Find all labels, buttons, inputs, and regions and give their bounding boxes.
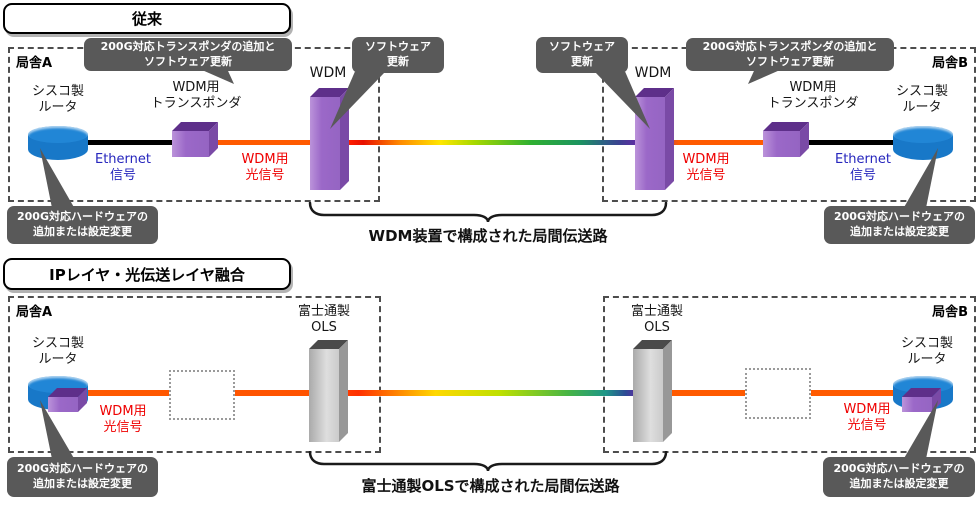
station-a-boundary-bottom	[8, 296, 381, 453]
wdm-a-label: WDM	[309, 65, 347, 81]
section-title-conventional-text: 従来	[131, 10, 162, 28]
section-title-fusion: IPレイヤ・光伝送レイヤ融合	[3, 258, 291, 290]
brace-label-top: WDM装置で構成された局間伝送路	[368, 227, 608, 245]
router-b-top-cap	[893, 126, 953, 143]
ethernet-signal-label-a: Ethernet 信号	[95, 152, 151, 184]
removed-transponder-slot-a	[169, 370, 235, 420]
router-a-label-bottom: シスコ製 ルータ	[31, 336, 84, 368]
router-b-label-top: シスコ製 ルータ	[895, 84, 948, 116]
callout-hardware-b-top: 200G対応ハードウェアの 追加または設定変更	[824, 206, 975, 244]
brace-label-bottom: 富士通製OLSで構成された局間伝送路	[361, 477, 620, 495]
ols-b-label: 富士通製 OLS	[630, 304, 683, 336]
ethernet-link-b	[806, 140, 896, 145]
wdm-optical-span-top	[207, 140, 765, 145]
transponder-a-box	[172, 122, 218, 157]
router-a-top	[28, 126, 88, 160]
callout-software-update-a: ソフトウェア 更新	[352, 37, 444, 73]
optical-signal-label-b-top: WDM用 光信号	[682, 152, 730, 184]
station-b-label-bottom: 局舎B	[932, 305, 968, 320]
ols-a-label: 富士通製 OLS	[297, 304, 350, 336]
wdm-optical-span-bottom	[83, 390, 893, 396]
ethernet-signal-label-b: Ethernet 信号	[835, 152, 891, 184]
brace-bottom	[308, 451, 668, 472]
transponder-a-label: WDM用 トランスポンダ	[150, 80, 242, 112]
wdm-device-b	[635, 88, 674, 190]
router-a-top-cap	[28, 126, 88, 143]
brace-top	[308, 202, 668, 223]
optical-signal-label-b-bottom: WDM用 光信号	[843, 402, 891, 434]
transponder-b-box	[763, 122, 809, 157]
callout-hardware-a-bottom: 200G対応ハードウェアの 追加または設定変更	[7, 457, 158, 497]
station-a-label-bottom: 局舎A	[16, 305, 53, 320]
callout-transponder-upgrade-a: 200G対応トランスポンダの追加と ソフトウェア更新	[84, 38, 292, 71]
section-title-fusion-text: IPレイヤ・光伝送レイヤ融合	[49, 265, 245, 284]
wdm-b-label: WDM	[634, 65, 672, 81]
callout-transponder-upgrade-b: 200G対応トランスポンダの追加と ソフトウェア更新	[686, 38, 894, 71]
station-b-boundary-bottom	[603, 296, 976, 453]
callout-hardware-a-top: 200G対応ハードウェアの 追加または設定変更	[7, 206, 158, 244]
wdm-device-a	[310, 88, 349, 190]
optical-signal-label-a-bottom: WDM用 光信号	[99, 404, 147, 436]
transponder-b-label: WDM用 トランスポンダ	[767, 80, 859, 112]
section-title-conventional: 従来	[3, 3, 291, 34]
ols-device-a	[309, 340, 348, 442]
integrated-transponder-a	[48, 388, 87, 412]
router-b-top	[893, 126, 953, 160]
optical-signal-label-a-top: WDM用 光信号	[241, 152, 289, 184]
ols-device-b	[633, 340, 672, 442]
station-a-label-top: 局舎A	[16, 56, 53, 71]
ethernet-link-a	[86, 140, 174, 145]
callout-software-update-b: ソフトウェア 更新	[536, 37, 628, 73]
router-a-label-top: シスコ製 ルータ	[31, 84, 84, 116]
removed-transponder-slot-b	[745, 368, 811, 419]
callout-hardware-b-bottom: 200G対応ハードウェアの 追加または設定変更	[823, 457, 975, 497]
station-b-label-top: 局舎B	[932, 56, 968, 71]
integrated-transponder-b	[902, 388, 941, 412]
router-b-label-bottom: シスコ製 ルータ	[900, 336, 953, 368]
